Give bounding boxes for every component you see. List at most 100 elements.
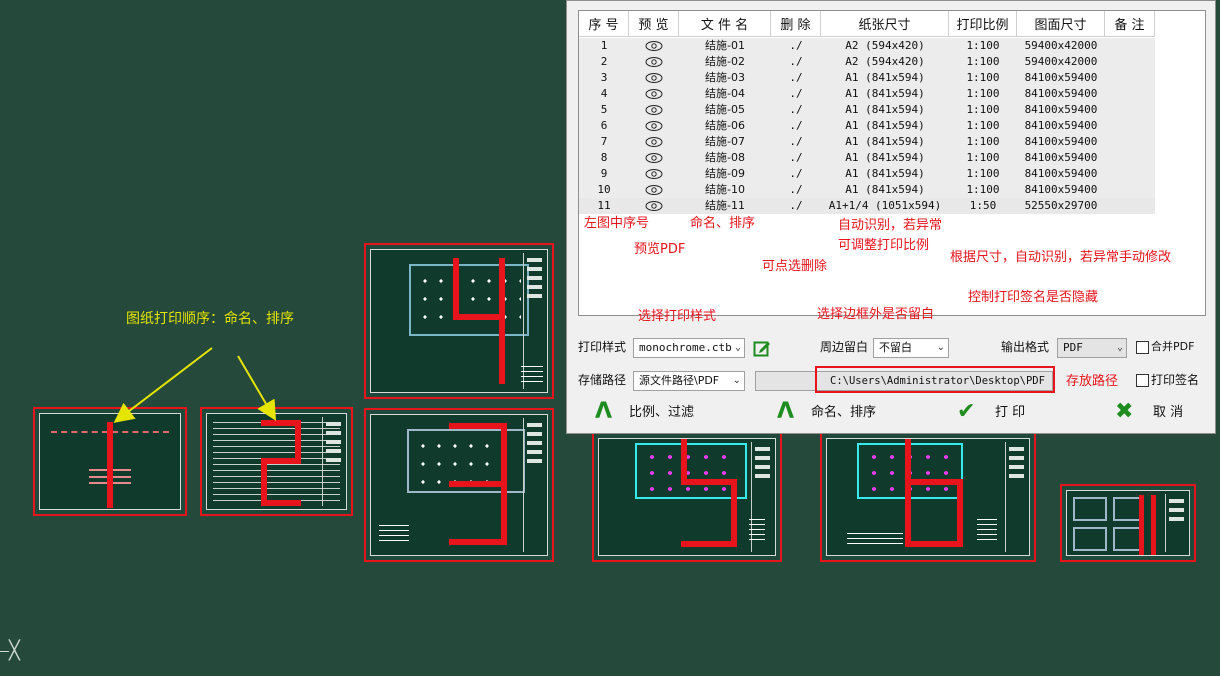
- table-cell-size: 84100x59400: [1024, 183, 1098, 196]
- table-cell-delete[interactable]: ./: [789, 167, 803, 180]
- column-header-size[interactable]: 图面尺寸: [1017, 11, 1105, 37]
- column-header-scale[interactable]: 打印比例: [949, 11, 1017, 37]
- column-header-seq[interactable]: 序 号: [579, 11, 629, 37]
- storage-path-label: 存储路径: [578, 373, 627, 387]
- edit-style-icon[interactable]: [753, 339, 771, 357]
- eye-icon[interactable]: [629, 166, 679, 182]
- storage-path-value: 源文件路径\PDF: [639, 374, 720, 387]
- margin-select[interactable]: 不留白 ⌄: [873, 338, 949, 358]
- print-style-value: monochrome.ctb: [639, 341, 732, 354]
- table-cell-delete[interactable]: ./: [789, 71, 803, 84]
- eye-icon[interactable]: [629, 182, 679, 198]
- eye-icon[interactable]: [629, 150, 679, 166]
- column-header-preview[interactable]: 预 览: [629, 11, 679, 37]
- table-cell-size: 84100x59400: [1024, 103, 1098, 116]
- table-cell-scale: 1:100: [966, 119, 1000, 132]
- table-cell-delete[interactable]: ./: [789, 39, 803, 52]
- sequence-number-5-bottom: [681, 541, 737, 547]
- table-cell-delete[interactable]: ./: [789, 103, 803, 116]
- print-style-select[interactable]: monochrome.ctb ⌄: [633, 338, 745, 358]
- table-cell-delete[interactable]: ./: [789, 87, 803, 100]
- eye-icon[interactable]: [629, 134, 679, 150]
- column-header-note[interactable]: 备 注: [1105, 11, 1155, 37]
- annotation-delete: 可点选删除: [762, 259, 828, 274]
- table-cell-delete[interactable]: ./: [789, 135, 803, 148]
- crosshair-icon: ⎯╳: [0, 640, 20, 661]
- print-button[interactable]: ✔ 打 印: [957, 401, 1057, 425]
- table-cell-size: 59400x42000: [1024, 55, 1098, 68]
- sheet-2-list[interactable]: [200, 407, 353, 516]
- sequence-number-2-bottom: [261, 500, 301, 506]
- chevron-down-icon: ⌄: [734, 342, 741, 353]
- table-cell-seq: 9: [600, 167, 608, 180]
- close-icon: ✖: [1115, 399, 1134, 424]
- sequence-number-2-mid: [261, 458, 301, 464]
- sheet-5-plan[interactable]: [592, 432, 782, 562]
- eye-icon[interactable]: [629, 38, 679, 54]
- sequence-number-3-mid: [449, 481, 507, 487]
- table-cell-size: 84100x59400: [1024, 151, 1098, 164]
- eye-icon[interactable]: [629, 70, 679, 86]
- table-cell-paper: A1+1/4 (1051x594): [828, 199, 942, 212]
- table-cell-delete[interactable]: ./: [789, 119, 803, 132]
- cancel-label: 取 消: [1153, 405, 1184, 420]
- eye-icon[interactable]: [629, 102, 679, 118]
- eye-icon[interactable]: [629, 198, 679, 214]
- notes-block: [379, 525, 409, 545]
- column-header-delete[interactable]: 删 除: [771, 11, 821, 37]
- sequence-number-5-mid: [681, 479, 737, 485]
- sheet-3-plan[interactable]: [364, 408, 554, 562]
- section-details: [847, 533, 903, 545]
- table-cell-delete[interactable]: ./: [789, 183, 803, 196]
- title-block: [523, 418, 545, 552]
- merge-pdf-checkbox[interactable]: [1136, 341, 1149, 354]
- rename-sort-button[interactable]: Λ 命名、排序: [777, 401, 907, 425]
- table-cell-name: 结施-07: [705, 135, 745, 148]
- eye-icon[interactable]: [629, 86, 679, 102]
- eye-icon[interactable]: [629, 118, 679, 134]
- path-display-value: C:\Users\Administrator\Desktop\PDF: [830, 375, 1045, 387]
- column-header-paper[interactable]: 纸张尺寸: [821, 11, 949, 37]
- column-header-name[interactable]: 文 件 名: [679, 11, 771, 37]
- table-cell-scale: 1:100: [966, 71, 1000, 84]
- print-signature-checkbox[interactable]: [1136, 374, 1149, 387]
- sheet-11-detail[interactable]: [1060, 484, 1196, 562]
- sheet-1-cover[interactable]: [33, 407, 187, 516]
- table-cell-size: 52550x29700: [1024, 199, 1098, 212]
- annotation-rename: 命名、排序: [690, 216, 756, 231]
- batch-print-dialog: 序 号 预 览 文 件 名 删 除 纸张尺寸 打印比例 图面尺寸 备 注 1 结施…: [566, 0, 1216, 434]
- table-cell-seq: 1: [600, 39, 608, 52]
- scale-filter-button[interactable]: Λ 比例、过滤: [595, 401, 725, 425]
- table-cell-delete[interactable]: ./: [789, 199, 803, 212]
- table-cell-seq: 8: [600, 151, 608, 164]
- table-cell-seq: 4: [600, 87, 608, 100]
- title-block: [1005, 442, 1027, 552]
- table-cell-delete[interactable]: ./: [789, 151, 803, 164]
- sheet-4-plan[interactable]: [364, 243, 554, 399]
- annotation-path: 存放路径: [1066, 374, 1119, 389]
- sheet-6-plan[interactable]: [820, 432, 1036, 562]
- annotation-signature: 控制打印签名是否隐藏: [968, 290, 1099, 305]
- annotation-seq: 左图中序号: [584, 216, 650, 231]
- eye-icon[interactable]: [629, 54, 679, 70]
- output-format-select[interactable]: PDF ⌄: [1057, 338, 1127, 358]
- sequence-number-2-top: [261, 420, 301, 426]
- table-cell-delete[interactable]: ./: [789, 55, 803, 68]
- path-display-field[interactable]: C:\Users\Administrator\Desktop\PDF: [755, 371, 1053, 391]
- sheet-frame: [826, 438, 1030, 556]
- cancel-button[interactable]: ✖ 取 消: [1115, 401, 1205, 425]
- table-cell-note: [1105, 166, 1155, 182]
- storage-path-select[interactable]: 源文件路径\PDF ⌄: [633, 371, 745, 391]
- margin-label: 周边留白: [820, 340, 869, 354]
